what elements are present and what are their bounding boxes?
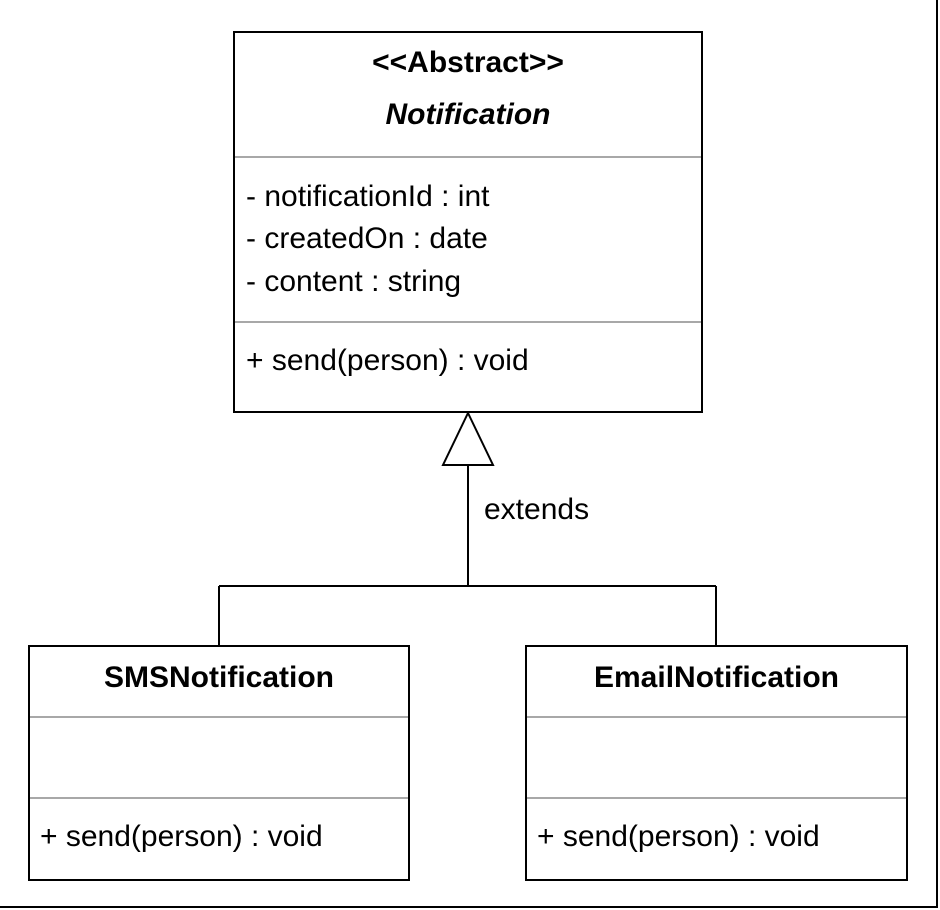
class-notification: <<Abstract>> Notification - notification… <box>233 31 703 413</box>
class-stereotype: <<Abstract>> <box>372 46 564 79</box>
method-item: + send(person) : void <box>40 820 323 853</box>
inheritance-arrowhead-icon <box>441 410 495 466</box>
relationship-label: extends <box>484 493 590 526</box>
attribute-item: - createdOn : date <box>246 222 488 255</box>
class-name: SMSNotification <box>104 661 334 694</box>
attribute-item: - content : string <box>246 265 462 298</box>
compartment-divider <box>527 797 906 799</box>
compartment-divider <box>235 321 701 323</box>
class-email-notification: EmailNotification + send(person) : void <box>525 645 908 881</box>
compartment-divider <box>527 716 906 718</box>
class-sms-notification: SMSNotification + send(person) : void <box>28 645 410 881</box>
compartment-divider <box>30 716 408 718</box>
attribute-item: - notificationId : int <box>246 180 490 213</box>
class-name: Notification <box>385 98 551 131</box>
compartment-divider <box>30 797 408 799</box>
compartment-divider <box>235 156 701 158</box>
method-item: + send(person) : void <box>246 344 529 377</box>
method-item: + send(person) : void <box>537 820 820 853</box>
class-name: EmailNotification <box>593 661 840 694</box>
